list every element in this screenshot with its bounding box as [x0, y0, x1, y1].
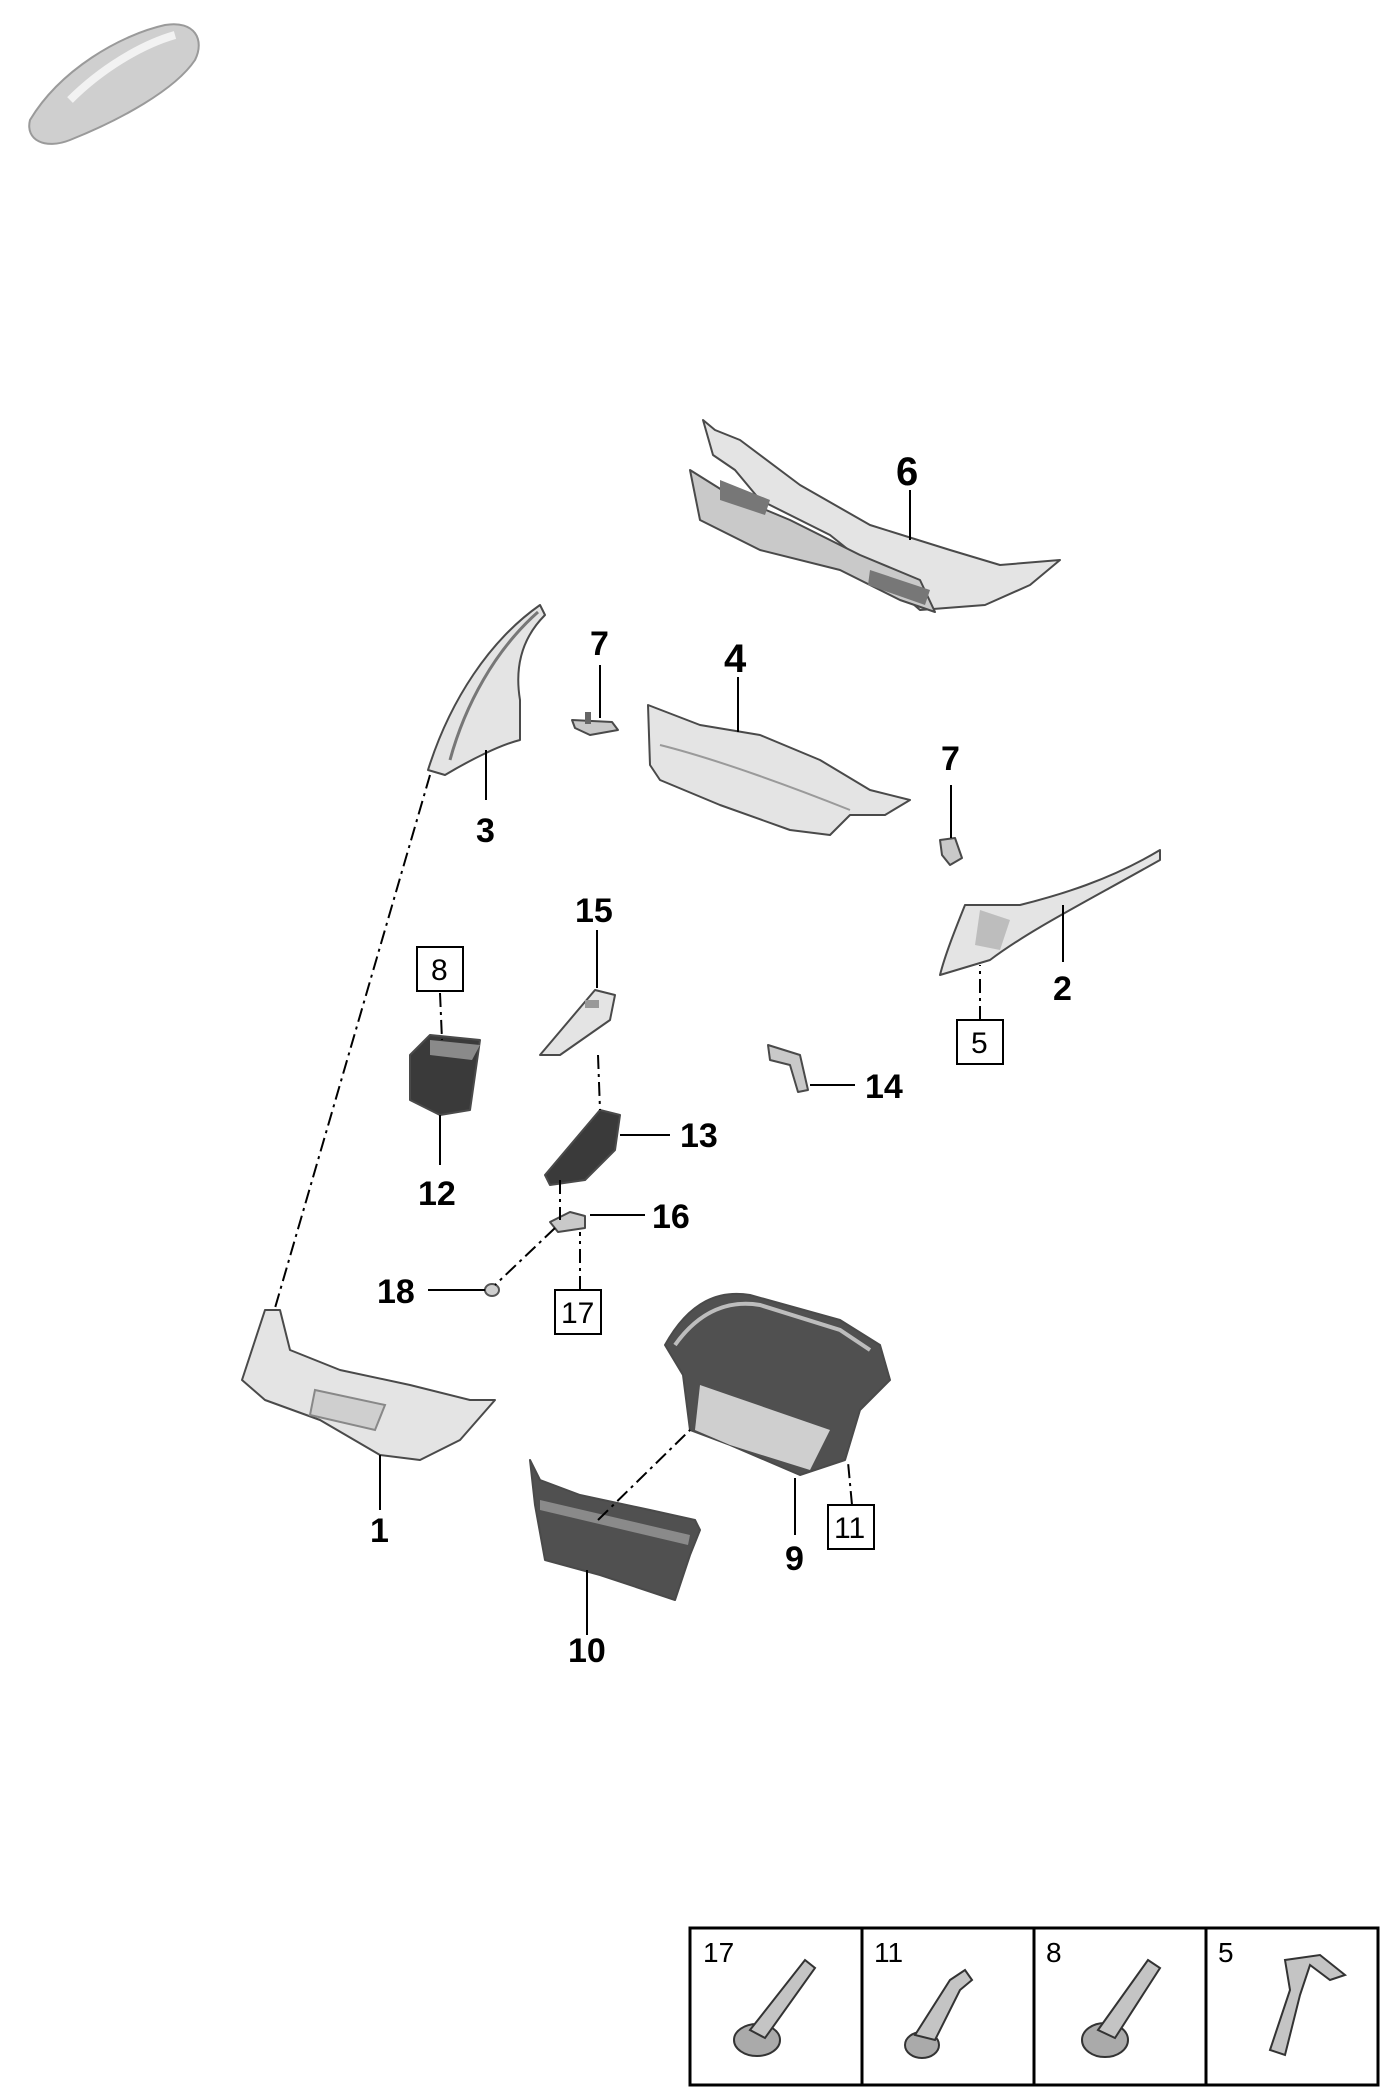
callout-15: 15	[575, 892, 613, 930]
svg-text:17: 17	[561, 1297, 594, 1330]
stud-icon	[904, 1968, 974, 2059]
vehicle-thumbnail-icon	[28, 23, 200, 145]
callout-12: 12	[418, 1175, 456, 1213]
assembly-line-15-13	[597, 1054, 601, 1111]
screw-icon	[1081, 1958, 1162, 2058]
callout-18: 18	[377, 1273, 415, 1311]
callout-6: 6	[896, 450, 918, 494]
part-4-trim-panel	[647, 704, 911, 836]
part-18-plug	[484, 1283, 500, 1297]
fastener-cell-8: 8	[1046, 1937, 1162, 2058]
callout-7-lower: 7	[941, 740, 960, 778]
fastener-ref-11: 11	[827, 1504, 875, 1550]
assembly-line-10-9	[597, 1429, 691, 1521]
callout-3: 3	[476, 812, 495, 850]
svg-text:11: 11	[874, 1937, 903, 1968]
assembly-line-16-18	[494, 1227, 556, 1286]
fastener-ref-8: 8	[416, 946, 464, 992]
svg-text:8: 8	[1046, 1937, 1062, 1968]
callout-2: 2	[1053, 970, 1072, 1008]
callout-4: 4	[724, 637, 747, 681]
part-12-housing	[409, 1034, 481, 1116]
part-7-bracket-upper	[571, 712, 619, 736]
svg-text:8: 8	[431, 954, 448, 987]
part-14-bracket	[767, 1044, 809, 1093]
part-16-clip	[549, 1211, 586, 1233]
part-15-cover	[539, 989, 616, 1056]
fastener-ref-17: 17	[554, 1289, 602, 1335]
part-3-pillar-trim	[427, 604, 546, 776]
callout-7-upper: 7	[590, 625, 609, 663]
assembly-line-8-12	[439, 992, 443, 1041]
fastener-table: 17 11 8 5	[688, 1926, 1380, 2087]
fastener-cell-17: 17	[703, 1937, 817, 2057]
svg-text:5: 5	[971, 1027, 988, 1060]
callout-14: 14	[865, 1068, 903, 1106]
callout-13: 13	[680, 1117, 718, 1155]
fastener-cell-5: 5	[1218, 1937, 1348, 2057]
part-13-bracket	[544, 1109, 621, 1186]
clip-icon	[1268, 1953, 1348, 2057]
svg-text:11: 11	[834, 1512, 865, 1545]
part-9-storage-box	[664, 1292, 891, 1476]
fastener-ref-5: 5	[956, 1019, 1004, 1065]
part-7-bracket-lower	[939, 837, 963, 866]
svg-text:17: 17	[703, 1937, 734, 1968]
fastener-cell-11: 11	[874, 1937, 974, 2059]
part-2-pillar-trim	[939, 849, 1161, 976]
svg-text:5: 5	[1218, 1937, 1234, 1968]
callout-9: 9	[785, 1540, 804, 1578]
assembly-line-3-1	[274, 774, 431, 1309]
callout-16: 16	[652, 1198, 690, 1236]
bolt-icon	[733, 1958, 817, 2057]
part-1-sill-trim	[241, 1309, 496, 1461]
part-10-lid-panel	[529, 1459, 701, 1601]
assembly-line-11-9	[847, 1461, 853, 1506]
callout-1: 1	[370, 1512, 389, 1550]
callout-10: 10	[568, 1632, 606, 1670]
part-6-cowl-panel	[689, 419, 1061, 613]
